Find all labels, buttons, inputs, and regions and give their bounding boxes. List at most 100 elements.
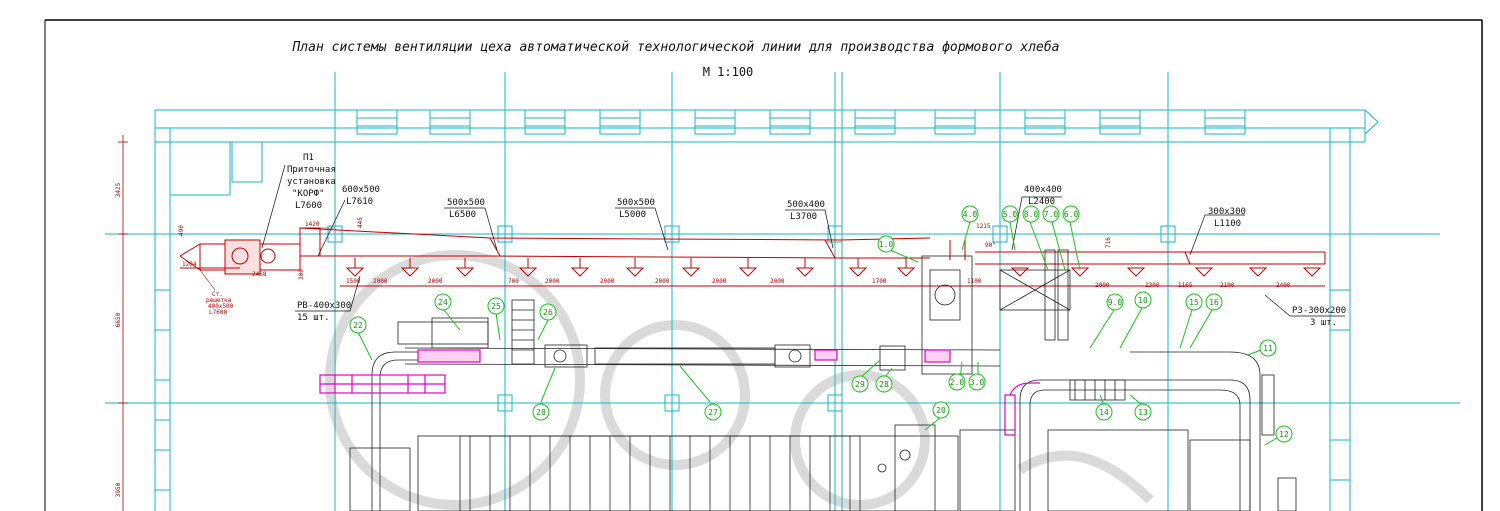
svg-text:25: 25 xyxy=(491,302,501,311)
svg-text:9.0: 9.0 xyxy=(1108,298,1123,307)
balloon-8: 8.0 xyxy=(1022,205,1040,223)
dim-300: 300 xyxy=(298,269,305,280)
svg-text:22: 22 xyxy=(353,321,363,330)
balloon-1: 1.0 xyxy=(877,235,895,253)
balloon-13: 13 xyxy=(1134,403,1152,421)
ahu-p1-unit xyxy=(179,239,301,275)
balloon-24: 24 xyxy=(434,293,452,311)
svg-text:3.0: 3.0 xyxy=(970,378,985,387)
svg-text:2.0: 2.0 xyxy=(950,378,965,387)
svg-text:5.0: 5.0 xyxy=(1003,210,1018,219)
svg-text:28: 28 xyxy=(879,380,889,389)
ahu-p1-label: П1 Приточная установка "КОРФ" L7600 xyxy=(261,153,336,249)
dim-2000-e: 2000 xyxy=(655,278,670,285)
grille-rz-name: РЗ-300x200 xyxy=(1292,306,1346,316)
balloon-14: 14 xyxy=(1095,403,1113,421)
grille-rz-qty: 3 шт. xyxy=(1310,318,1337,328)
balloon-27-a: 27 xyxy=(704,403,722,421)
svg-text:28: 28 xyxy=(536,408,546,417)
svg-text:6.0: 6.0 xyxy=(1064,210,1079,219)
svg-text:10: 10 xyxy=(1138,296,1148,305)
balloon-group xyxy=(357,221,1283,446)
inlet-note-1: Ст. xyxy=(212,291,223,298)
magenta-conveyor xyxy=(319,349,1040,436)
dim-2100: 2100 xyxy=(1220,282,1235,289)
duct-size-2: 500x500 xyxy=(447,198,485,208)
grille-rv-name: РВ-400x300 xyxy=(297,301,351,311)
balloon-15: 15 xyxy=(1185,293,1203,311)
balloon-4: 4.0 xyxy=(961,205,979,223)
svg-text:15: 15 xyxy=(1189,298,1199,307)
balloon-3: 3.0 xyxy=(968,373,986,391)
dim-2000-f: 2000 xyxy=(712,278,727,285)
duct-size-1: 600x500 xyxy=(342,185,380,195)
svg-text:14: 14 xyxy=(1099,408,1109,417)
duct-flow-1: L7610 xyxy=(346,197,373,207)
balloon-25: 25 xyxy=(487,297,505,315)
duct-label-600x500: 600x500 L7610 xyxy=(317,185,380,257)
duct-size-4: 500x400 xyxy=(787,200,825,210)
svg-text:11: 11 xyxy=(1263,344,1273,353)
grille-label-rv: РВ-400x300 15 шт. xyxy=(295,275,361,323)
duct-dimension-texts: 1500 2000 2000 700 2000 2000 2000 2000 2… xyxy=(346,223,1291,289)
drawing-scale: М 1:100 xyxy=(703,65,754,79)
dim-2000-b: 2000 xyxy=(428,278,443,285)
duct-flow-2: L6500 xyxy=(449,210,476,220)
duct-flow-5: L2400 xyxy=(1028,197,1055,207)
dim-2000-d: 2000 xyxy=(600,278,615,285)
dim-1165: 1165 xyxy=(1178,282,1193,289)
duct-flow-4: L3700 xyxy=(790,212,817,222)
balloon-16: 16 xyxy=(1205,293,1223,311)
dim-1215: 1215 xyxy=(976,223,991,230)
dim-716: 716 xyxy=(1105,237,1112,248)
svg-text:7.0: 7.0 xyxy=(1044,210,1059,219)
svg-text:20: 20 xyxy=(936,406,946,415)
balloon-9: 9.0 xyxy=(1106,293,1124,311)
watermark xyxy=(325,250,1154,510)
dim-445: 445 xyxy=(357,217,364,228)
dim-90: 90° xyxy=(985,242,996,249)
balloon-26: 26 xyxy=(539,303,557,321)
balloon-6: 6.0 xyxy=(1062,205,1080,223)
dim-2468: 2468 xyxy=(252,271,267,278)
duct-size-5: 400x400 xyxy=(1024,185,1062,195)
duct-size-3: 500x500 xyxy=(617,198,655,208)
dim-3425: 3425 xyxy=(115,182,122,197)
svg-text:29: 29 xyxy=(855,380,865,389)
svg-text:4.0: 4.0 xyxy=(963,210,978,219)
dim-1700: 1700 xyxy=(872,278,887,285)
ahu-label-line-4: "КОРФ" xyxy=(292,189,325,199)
inlet-note-3: 400x500 xyxy=(208,303,234,310)
dim-6650: 6650 xyxy=(115,312,122,327)
ahu-label-line-3: установка xyxy=(287,177,336,187)
balloon-5: 5.0 xyxy=(1001,205,1019,223)
ahu-label-line-5: L7600 xyxy=(295,201,322,211)
ahu-label-line-2: Приточная xyxy=(287,165,336,175)
dim-2000-c: 2000 xyxy=(545,278,560,285)
svg-text:12: 12 xyxy=(1279,430,1289,439)
balloon-12: 12 xyxy=(1275,425,1293,443)
dim-2400: 2400 xyxy=(1276,282,1291,289)
dim-2000-a: 2000 xyxy=(373,278,388,285)
svg-text:26: 26 xyxy=(543,308,553,317)
duct-size-6: 300x300 xyxy=(1208,207,1246,217)
balloon-11: 11 xyxy=(1259,339,1277,357)
balloon-10: 10 xyxy=(1134,291,1152,309)
svg-text:8.0: 8.0 xyxy=(1024,210,1039,219)
dim-1100: 1100 xyxy=(967,278,982,285)
dim-1300: 1300 xyxy=(1145,282,1160,289)
balloon-2: 2.0 xyxy=(948,373,966,391)
duct-label-300x300: 300x300 L1100 xyxy=(1189,207,1246,256)
building-grid xyxy=(105,72,1460,511)
inlet-note: Ст. решетка 400x500 L7600 xyxy=(199,269,234,316)
svg-text:13: 13 xyxy=(1138,408,1148,417)
svg-text:1.0: 1.0 xyxy=(879,240,894,249)
dim-1204: 1204 xyxy=(182,261,197,268)
duct-flow-6: L1100 xyxy=(1214,219,1241,229)
dim-1500: 1500 xyxy=(346,278,361,285)
dim-700: 700 xyxy=(508,278,519,285)
balloon-20: 20 xyxy=(932,401,950,419)
balloon-29-b: 28 xyxy=(875,375,893,393)
production-line xyxy=(349,249,1297,511)
